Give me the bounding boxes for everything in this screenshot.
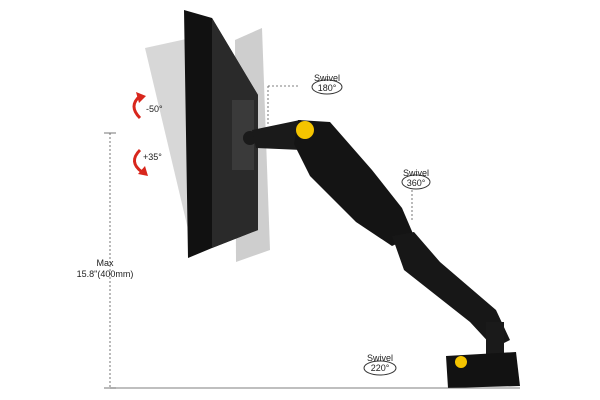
desk-clamp-base	[446, 352, 520, 388]
swivel-360-rotation-icon	[401, 174, 431, 190]
swivel-360-title: Swivel	[402, 168, 429, 178]
tilt-up-label: -50°	[146, 104, 163, 114]
swivel-220-title: Swivel	[366, 353, 393, 363]
swivel-220-label: Swivel 220°	[358, 353, 402, 373]
tilt-down-label: +35°	[143, 152, 162, 162]
swivel-220-degrees: 220°	[370, 363, 390, 373]
arm-pole	[486, 322, 504, 360]
arm-lower-link	[392, 232, 510, 348]
swivel-180-degrees: 180°	[317, 83, 337, 93]
max-height-line1: Max	[96, 258, 114, 268]
tilt-down-arrow-icon	[133, 148, 143, 174]
swivel-180-rotation-icon	[311, 79, 343, 95]
base-badge	[455, 356, 467, 368]
vesa-plate	[232, 100, 254, 170]
max-height-line2: 15.8"(400mm)	[76, 269, 134, 279]
swivel-180-title: Swivel	[313, 73, 340, 83]
swivel-360-label: Swivel 360°	[394, 168, 438, 188]
max-height-label: Max 15.8"(400mm)	[60, 258, 150, 280]
gas-spring-badge	[296, 121, 314, 139]
swivel-220-rotation-icon	[363, 360, 397, 376]
swivel-180-label: Swivel 180°	[305, 73, 349, 93]
arm-forearm	[294, 120, 414, 246]
swivel-360-degrees: 360°	[406, 178, 426, 188]
